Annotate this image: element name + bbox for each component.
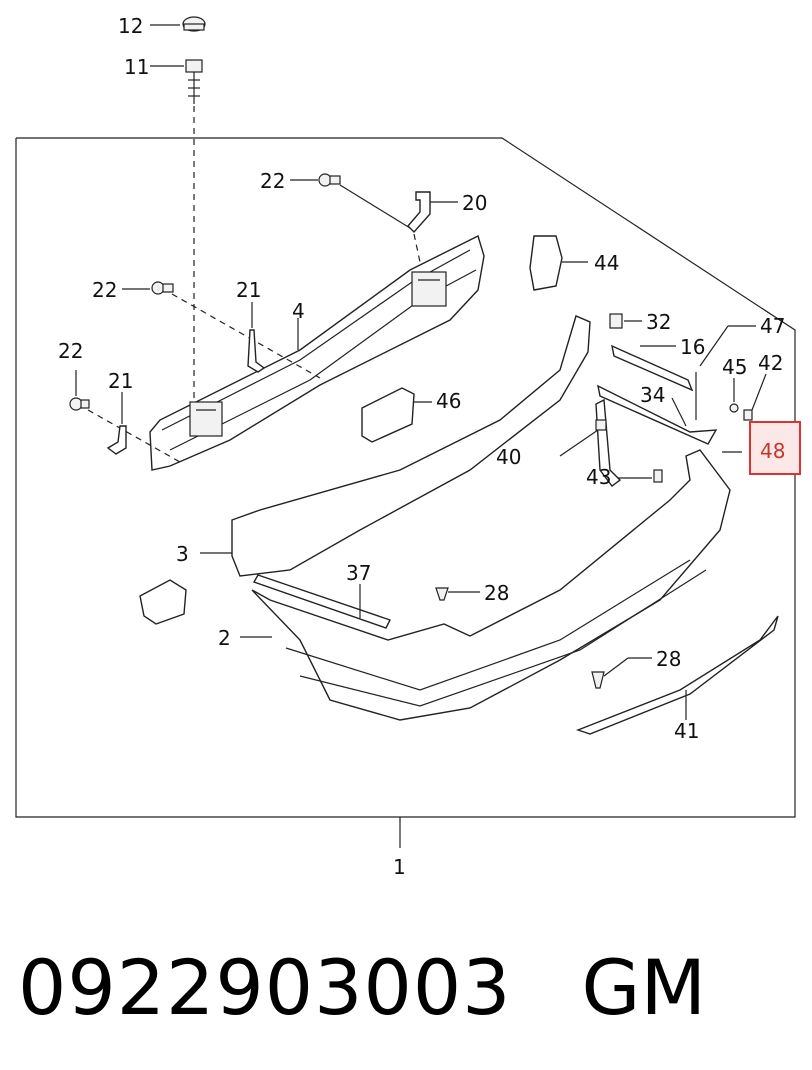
part-11-bolt (185, 59, 203, 104)
part-block (139, 579, 187, 625)
part-46-pad (361, 387, 415, 443)
callout-2: 2 (218, 626, 231, 650)
callout-21: 21 (108, 369, 133, 393)
callout-4: 4 (292, 299, 305, 323)
part-22-clip-low (69, 397, 90, 411)
callout-12: 12 (118, 14, 143, 38)
callout-43: 43 (586, 465, 611, 489)
callout-47: 47 (760, 314, 785, 338)
part-34-rail (597, 384, 718, 445)
part-21-bracket-upper (247, 329, 266, 373)
part-28-clip-a (435, 587, 449, 601)
callout-32: 32 (646, 310, 671, 334)
caption: 0922903003 GM (18, 932, 798, 1042)
part-45-nut (729, 403, 739, 413)
part-40-screw (595, 419, 607, 431)
callout-1: 1 (393, 855, 406, 879)
callout-21: 21 (236, 278, 261, 302)
part-21-bracket-lower (106, 425, 127, 455)
exploded-parts-diagram: 12 11 22 20 44 22 21 4 22 21 32 47 16 45… (15, 14, 801, 879)
part-28-clip-b (591, 671, 605, 689)
callout-22: 22 (58, 339, 83, 363)
callout-45: 45 (722, 355, 747, 379)
callout-44: 44 (594, 251, 619, 275)
part-22-clip-top (318, 173, 341, 187)
callout-40: 40 (496, 445, 521, 469)
part-4-reinforcement-beam (149, 235, 485, 471)
callout-22: 22 (92, 278, 117, 302)
part-16-rail (611, 344, 694, 392)
callout-37: 37 (346, 561, 371, 585)
part-3-energy-absorber (231, 315, 591, 577)
callout-28: 28 (656, 647, 681, 671)
callout-20: 20 (462, 191, 487, 215)
callout-42: 42 (758, 351, 783, 375)
part-43-clip (653, 469, 663, 483)
callout-22: 22 (260, 169, 285, 193)
part-42-clip (743, 409, 753, 421)
part-44-bracket (529, 235, 563, 291)
callout-48: 48 (760, 439, 785, 463)
callout-41: 41 (674, 719, 699, 743)
callout-3: 3 (176, 542, 189, 566)
part-12-cap (182, 16, 206, 32)
callout-48-highlight-box (749, 421, 801, 475)
callout-46: 46 (436, 389, 461, 413)
part-20-bracket (407, 191, 431, 234)
assembly-frame (15, 137, 796, 818)
part-37-strip (252, 574, 391, 629)
part-32-clip (609, 313, 623, 329)
part-number: 0922903003 (18, 942, 512, 1032)
callout-16: 16 (680, 335, 705, 359)
brand-name: GM (581, 942, 707, 1032)
callout-28: 28 (484, 581, 509, 605)
part-22-clip-mid (151, 281, 174, 295)
callout-34: 34 (640, 383, 665, 407)
part-41-molding (575, 615, 779, 735)
callout-11: 11 (124, 55, 149, 79)
